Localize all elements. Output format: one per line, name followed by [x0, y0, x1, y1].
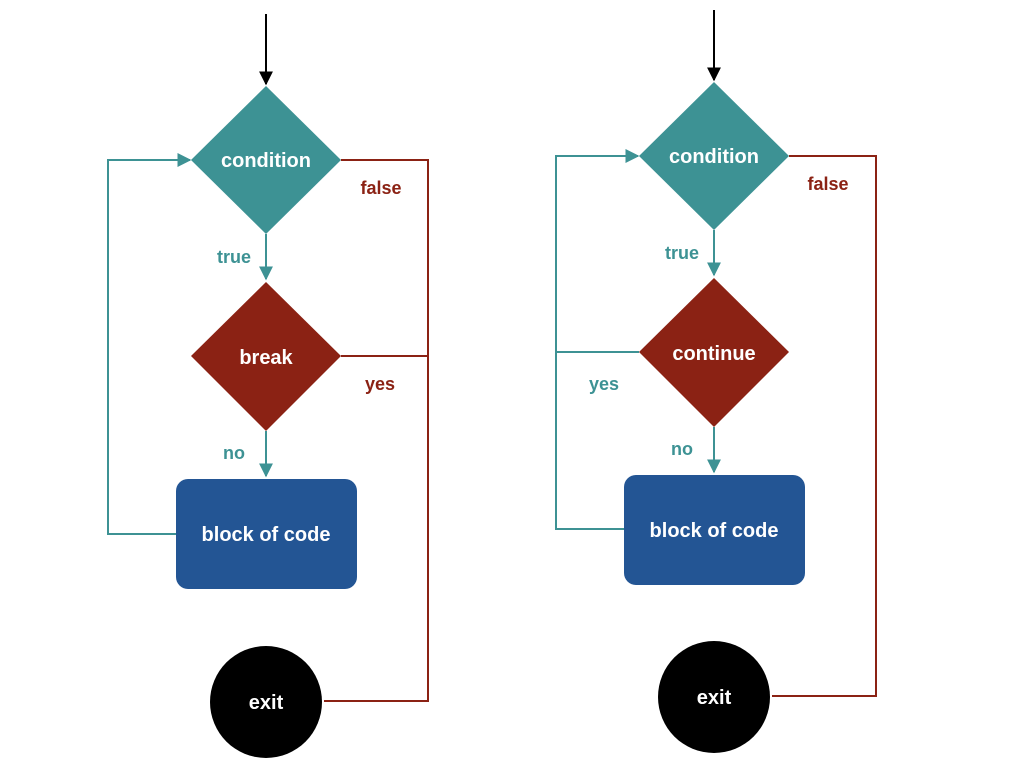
loop-back-connector: [107, 153, 192, 535]
condition-diamond: [639, 82, 789, 230]
block-of-code-label: block of code: [650, 520, 779, 542]
block-of-code-label: block of code: [202, 524, 331, 546]
block-of-code: [176, 479, 357, 589]
continue-label: continue: [672, 343, 755, 365]
yes-label: yes: [365, 374, 395, 394]
break-diamond: [191, 282, 341, 431]
break-flowchart: condition break block of code exit true …: [107, 14, 429, 758]
yes-label: yes: [589, 374, 619, 394]
true-label: true: [217, 247, 251, 267]
false-label: false: [360, 178, 401, 198]
exit-circle: [658, 641, 770, 753]
condition-diamond: [191, 86, 341, 234]
continue-diamond: [639, 278, 789, 427]
continue-flowchart: condition continue block of code exit tr…: [555, 10, 877, 753]
condition-label: condition: [669, 146, 759, 168]
no-label: no: [671, 439, 693, 459]
no-label: no: [223, 443, 245, 463]
loop-back-connector: [555, 149, 640, 530]
condition-label: condition: [221, 150, 311, 172]
exit-label: exit: [249, 692, 284, 714]
true-label: true: [665, 243, 699, 263]
false-connector: [772, 155, 877, 697]
exit-circle: [210, 646, 322, 758]
false-connector: [324, 159, 429, 702]
break-label: break: [239, 347, 293, 369]
exit-label: exit: [697, 687, 732, 709]
false-label: false: [807, 174, 848, 194]
block-of-code: [624, 475, 805, 585]
